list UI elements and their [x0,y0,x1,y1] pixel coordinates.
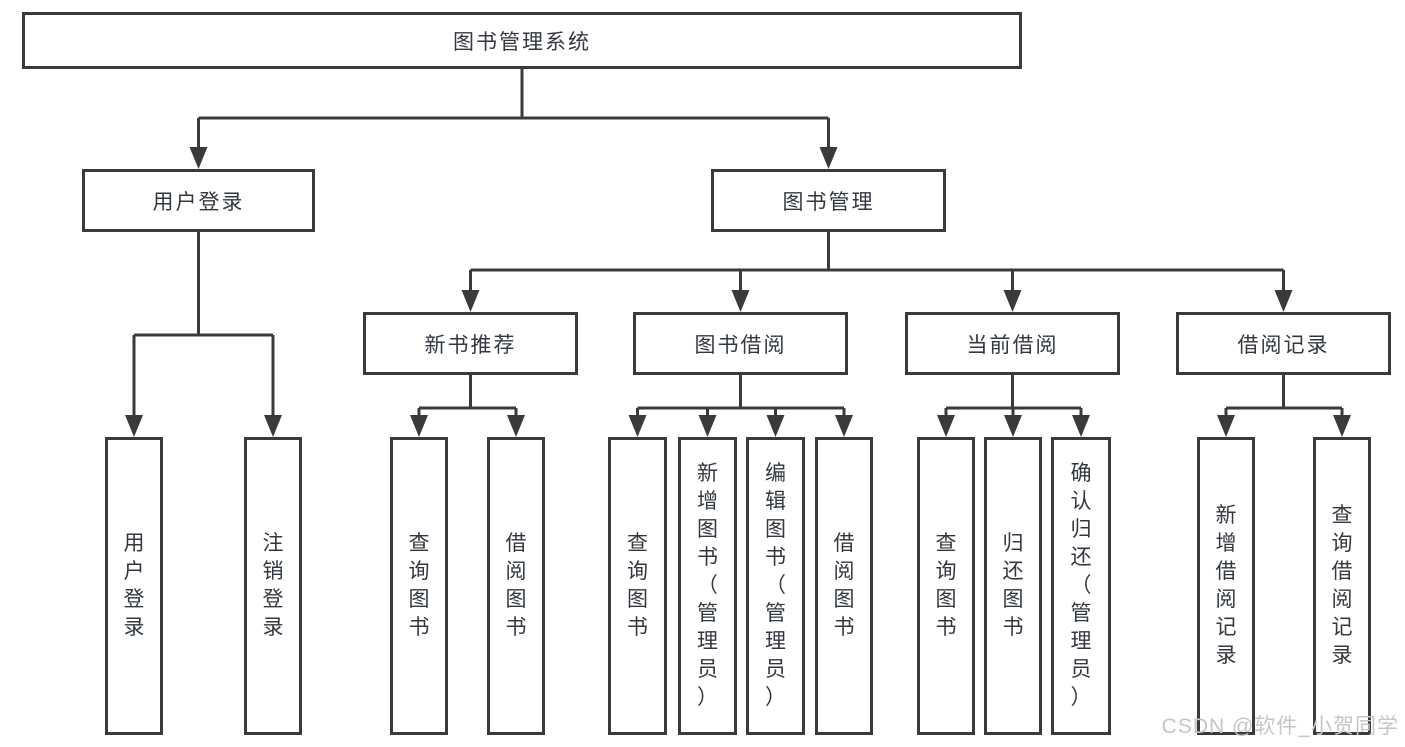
node-borrow-record: 借阅记录 [1176,312,1391,375]
node-label: 当前借阅 [966,333,1059,357]
node-leaf-return-book: 归 还 图 书 [984,437,1042,735]
node-current-borrow: 当前借阅 [905,312,1120,375]
node-label: 新 增 借 阅 记 录 [1215,504,1237,667]
node-label: 注 销 登 录 [262,532,284,639]
node-leaf-query-book-1: 查 询 图 书 [390,437,448,735]
node-label: 确 认 归 还 （ 管 理 员 ） [1070,462,1092,709]
node-leaf-confirm-return-admin: 确 认 归 还 （ 管 理 员 ） [1051,437,1111,735]
node-leaf-borrow-book-2: 借 阅 图 书 [815,437,873,735]
node-label: 编 辑 图 书 （ 管 理 员 ） [765,462,786,709]
node-new-book-recommend: 新书推荐 [363,312,578,375]
node-label: 图书管理系统 [453,30,591,54]
node-label: 借 阅 图 书 [505,532,527,639]
node-label: 借 阅 图 书 [833,532,855,639]
node-book-borrow: 图书借阅 [633,312,848,375]
csdn-watermark: CSDN @软件_小贺同学 [1161,715,1399,738]
node-label: 图书借阅 [694,333,787,357]
node-label: 查 询 借 阅 记 录 [1331,504,1353,667]
node-label: 查 询 图 书 [408,532,430,639]
node-user-login-branch: 用户登录 [82,169,315,232]
node-label: 图书管理 [782,190,875,214]
node-book-management-branch: 图书管理 [711,169,946,232]
node-label: 用户登录 [152,190,245,214]
node-label: 新 增 图 书 （ 管 理 员 ） [697,462,718,709]
node-leaf-query-book-3: 查 询 图 书 [917,437,975,735]
node-leaf-query-borrow-record: 查 询 借 阅 记 录 [1313,437,1371,735]
node-leaf-user-login: 用 户 登 录 [105,437,163,735]
node-leaf-add-book-admin: 新 增 图 书 （ 管 理 员 ） [678,437,737,735]
node-leaf-query-book-2: 查 询 图 书 [608,437,667,735]
node-leaf-edit-book-admin: 编 辑 图 书 （ 管 理 员 ） [746,437,805,735]
node-label: 查 询 图 书 [935,532,957,639]
node-label: 新书推荐 [424,333,517,357]
node-label: 借阅记录 [1237,333,1330,357]
node-label: 用 户 登 录 [123,532,145,639]
node-leaf-add-borrow-record: 新 增 借 阅 记 录 [1197,437,1255,735]
node-system-root: 图书管理系统 [22,12,1022,69]
node-label: 归 还 图 书 [1002,532,1024,639]
node-leaf-logout: 注 销 登 录 [244,437,302,735]
node-leaf-borrow-book-1: 借 阅 图 书 [487,437,545,735]
node-label: 查 询 图 书 [627,532,648,639]
